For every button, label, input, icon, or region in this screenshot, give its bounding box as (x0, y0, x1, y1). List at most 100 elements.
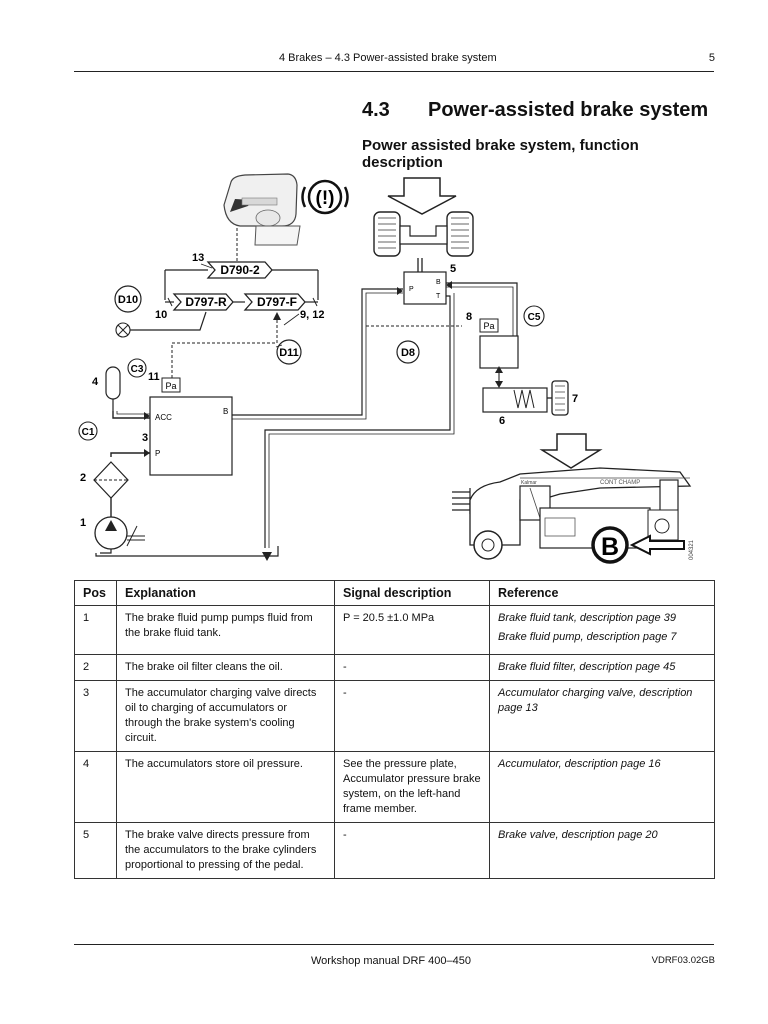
pos-5-label: 5 (450, 263, 456, 275)
pos-8-label: 8 (466, 311, 472, 323)
d8-sensor: D8 8 Pa C5 (366, 305, 545, 364)
circle-b-label: B (601, 533, 619, 561)
row-pos: 3 (74, 680, 117, 752)
row-explanation: The brake oil filter cleans the oil. (116, 654, 335, 681)
pos-2-label: 2 (80, 472, 86, 484)
footer-manual-title: Workshop manual DRF 400–450 (311, 955, 471, 967)
c3-label: C3 (131, 364, 144, 375)
d8-label: D8 (401, 347, 415, 359)
table-header-row: Pos Explanation Signal description Refer… (74, 580, 715, 606)
header-rule (74, 71, 714, 72)
brake-reference-b: B (591, 526, 685, 564)
acc-port-label: ACC (155, 413, 172, 422)
section-title: Power-assisted brake system (428, 99, 709, 121)
table-row: 5 The brake valve directs pressure from … (74, 822, 715, 879)
row-signal: - (334, 822, 490, 879)
decal-brand: Kalmar (521, 480, 537, 486)
pa-label: Pa (165, 381, 176, 391)
d10-label: D10 (118, 294, 138, 306)
reference-table: Pos Explanation Signal description Refer… (74, 580, 715, 879)
chapter-title: 4 Brakes – 4.3 Power-assisted brake syst… (279, 52, 497, 64)
warning-symbol: (!) (316, 188, 335, 209)
col-signal: Signal description (334, 580, 490, 606)
table-row: 1 The brake fluid pump pumps fluid from … (74, 605, 715, 655)
brake-pedal-arrow (387, 177, 457, 215)
pa2-label: Pa (483, 321, 494, 331)
table-row: 4 The accumulators store oil pressure. S… (74, 751, 715, 823)
reference-link[interactable]: Brake fluid pump, description page 7 (498, 631, 677, 643)
row-explanation: The brake fluid pump pumps fluid from th… (116, 605, 335, 655)
row-pos: 4 (74, 751, 117, 823)
pos-1-label: 1 (80, 517, 86, 529)
row-reference: Brake fluid filter, description page 45 (489, 654, 715, 681)
d797-blocks: D797-R D797-F (165, 293, 318, 311)
reference-link[interactable]: Brake fluid tank, description page 39 (498, 612, 676, 624)
parking-brake-warning-icon: (!) (301, 179, 349, 215)
d10-lamp: D10 10 (114, 285, 207, 338)
brake-system-diagram: (!) D790-2 13 D797-R D797-F D10 10 9, 1 (78, 173, 695, 564)
page-header: 4 Brakes – 4.3 Power-assisted brake syst… (74, 52, 715, 70)
row-signal: P = 20.5 ±1.0 MPa (334, 605, 490, 655)
row-reference: Brake fluid tank, description page 39 Br… (489, 605, 715, 655)
reference-link[interactable]: Accumulator charging valve, description … (498, 687, 693, 714)
down-arrow-icon (539, 433, 603, 469)
pos-9-12-label: 9, 12 (300, 309, 324, 321)
axle-wheels-icon (373, 211, 474, 257)
row-explanation: The accumulator charging valve directs o… (116, 680, 335, 752)
row-pos: 5 (74, 822, 117, 879)
pos-7-label: 7 (572, 393, 578, 405)
reference-link[interactable]: Brake valve, description page 20 (498, 829, 658, 841)
footer-doc-code: VDRF03.02GB (651, 955, 715, 966)
reference-link[interactable]: Brake fluid filter, description page 45 (498, 661, 676, 673)
row-pos: 2 (74, 654, 117, 681)
valve-t-label: T (436, 293, 441, 300)
c5-label: C5 (528, 312, 541, 323)
col-pos: Pos (74, 580, 117, 606)
d790-2-block: D790-2 13 (164, 252, 319, 300)
row-signal: - (334, 654, 490, 681)
hydraulic-lines (232, 258, 518, 561)
drawing-id: 004321 (689, 539, 695, 560)
col-reference: Reference (489, 580, 715, 606)
row-explanation: The accumulators store oil pressure. (116, 751, 335, 823)
table-row: 2 The brake oil filter cleans the oil. -… (74, 654, 715, 681)
d797-f-label: D797-F (257, 295, 297, 309)
pump-1: 1 (80, 516, 279, 557)
col-explanation: Explanation (116, 580, 335, 606)
row-explanation: The brake valve directs pressure from th… (116, 822, 335, 879)
pos-10-label: 10 (155, 309, 167, 321)
d790-2-label: D790-2 (220, 263, 260, 277)
row-reference: Brake valve, description page 20 (489, 822, 715, 879)
accumulator-4: 4 C3 11 (92, 358, 160, 411)
pos-3-label: 3 (142, 432, 148, 444)
page-number: 5 (708, 52, 715, 64)
filter-2: C1 2 (78, 421, 150, 517)
reference-link[interactable]: Accumulator, description page 16 (498, 758, 661, 770)
valve-p-label: P (409, 286, 414, 293)
row-reference: Accumulator charging valve, description … (489, 680, 715, 752)
b-port-label: B (223, 407, 228, 416)
brake-valve-5: P B T 5 (403, 263, 456, 305)
footer-rule (74, 944, 714, 945)
table-row: 3 The accumulator charging valve directs… (74, 680, 715, 752)
decal-model: CONT CHAMP (600, 480, 640, 486)
pos-13-label: 13 (192, 252, 204, 264)
subtitle: Power assisted brake system, function de… (362, 137, 639, 171)
pos-4-label: 4 (92, 376, 99, 388)
d11-label: D11 (279, 347, 299, 359)
valve-b-label: B (436, 279, 441, 286)
charging-valve-block: Pa ACC P B 3 (112, 377, 233, 476)
pos-6-label: 6 (499, 415, 505, 427)
section-number: 4.3 (362, 99, 390, 121)
c1-label: C1 (82, 427, 95, 438)
pedal-sensor-link: 9, 12 D11 (171, 309, 324, 378)
pos-11-label: 11 (148, 371, 160, 383)
brake-cylinder-6: 6 7 (479, 335, 578, 427)
dashboard-display-icon (223, 173, 301, 246)
row-signal: - (334, 680, 490, 752)
p-port-label: P (155, 449, 160, 458)
row-pos: 1 (74, 605, 117, 655)
d797-r-label: D797-R (185, 295, 227, 309)
row-signal: See the pressure plate, Accumulator pres… (334, 751, 490, 823)
reach-stacker-icon: Kalmar CONT CHAMP 004321 (452, 467, 695, 560)
